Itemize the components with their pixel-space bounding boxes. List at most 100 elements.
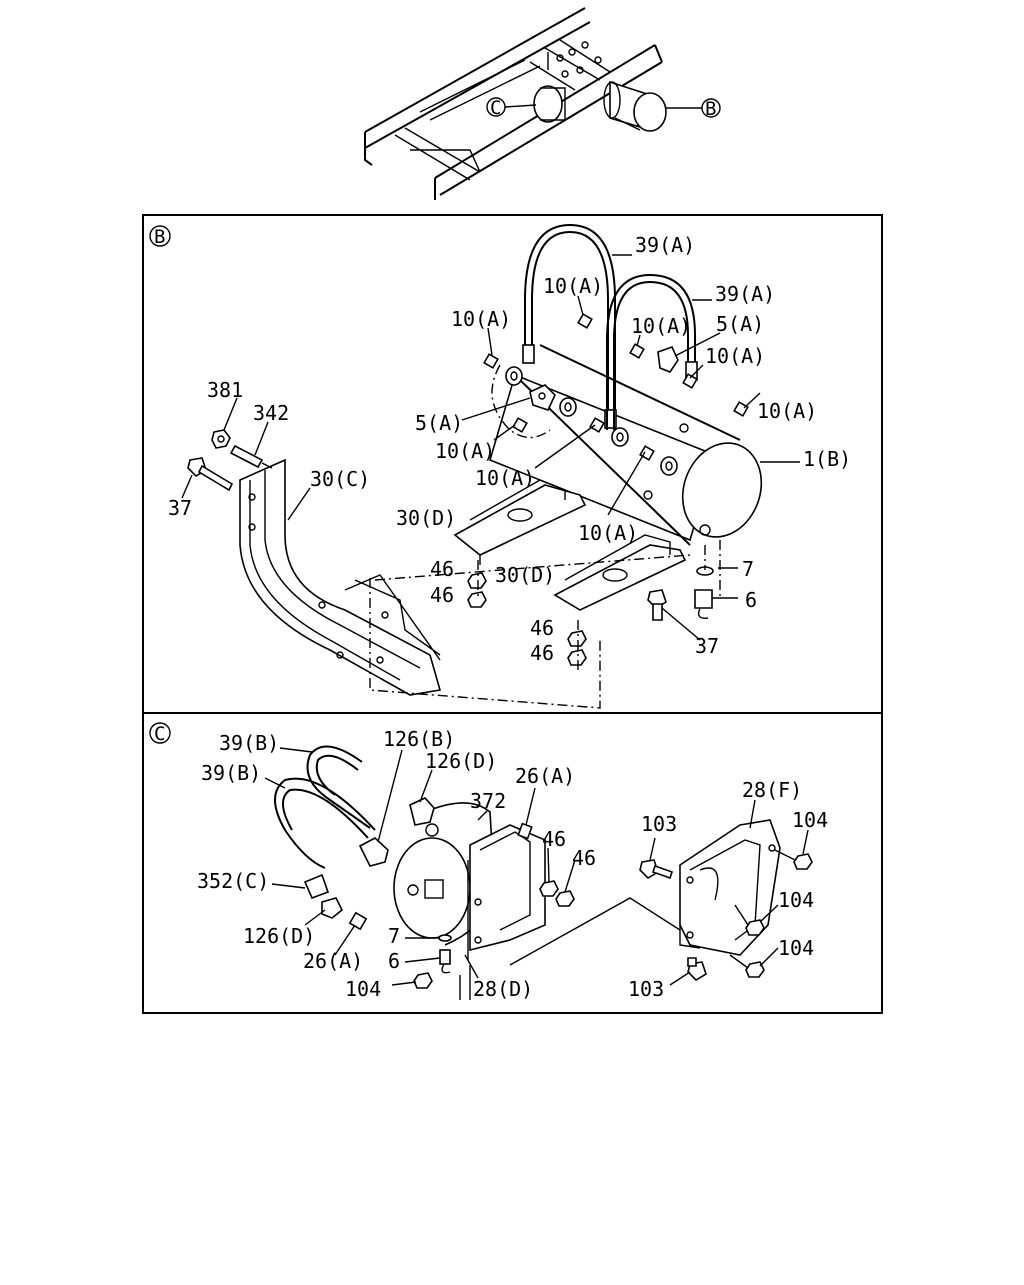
label-6-c: 6	[388, 949, 400, 973]
svg-text:C: C	[154, 723, 165, 745]
plug-26a-1	[517, 822, 533, 840]
bolt-342	[229, 444, 273, 469]
tank-c-overview	[533, 85, 566, 123]
elbow-126b	[358, 837, 389, 867]
svg-text:B: B	[154, 226, 165, 248]
frame-rail-left	[364, 7, 591, 166]
fitting-5a-2	[657, 346, 679, 373]
bolt-103-bottom	[687, 957, 707, 982]
label-10a-1: 10(A)	[543, 274, 603, 298]
label-103-2: 103	[628, 977, 664, 1001]
label-352c: 352(C)	[197, 869, 269, 893]
label-342: 342	[253, 401, 289, 425]
label-7-c: 7	[388, 924, 400, 948]
callout-b: B	[665, 98, 721, 120]
alignment-lines	[369, 540, 721, 709]
label-37-2: 37	[695, 634, 719, 658]
label-26a-1: 26(A)	[515, 764, 575, 788]
label-7-b: 7	[742, 557, 754, 581]
label-46-c-1: 46	[542, 827, 566, 851]
u-bolt-39a-1	[522, 223, 617, 429]
rail-holes	[556, 41, 602, 78]
nut-381	[211, 429, 231, 449]
label-126d-1: 126(D)	[425, 749, 497, 773]
bracket-28f	[679, 819, 781, 956]
label-104-3: 104	[778, 936, 814, 960]
label-37-1: 37	[168, 496, 192, 520]
label-30d-1: 30(D)	[396, 506, 456, 530]
pipe-39b-2	[274, 777, 376, 869]
nuts-104-c	[745, 853, 813, 978]
elbow-126d	[409, 797, 435, 826]
label-46-c-2: 46	[572, 846, 596, 870]
label-10a-8: 10(A)	[578, 521, 638, 545]
label-5a-2: 5(A)	[415, 411, 463, 435]
label-46-4: 46	[530, 641, 554, 665]
bracket-30c	[239, 458, 442, 696]
label-39a-2: 39(A)	[715, 282, 775, 306]
strap-30d-1	[453, 479, 587, 565]
tank-b-overview	[603, 80, 667, 132]
label-1b: 1(B)	[803, 447, 851, 471]
panel-c-tag: C	[149, 722, 171, 745]
sleeve-352c	[303, 873, 330, 900]
pipe-39b-1	[306, 745, 371, 829]
label-126b: 126(B)	[383, 727, 455, 751]
labels-b: 39(A) 39(A) 10(A) 10(A) 10(A) 5(A) 10(A)…	[168, 233, 851, 665]
label-10a-4: 10(A)	[705, 344, 765, 368]
label-46-1: 46	[430, 557, 454, 581]
labels-c: 39(B) 126(B) 126(D) 39(B) 26(A) 28(F) 37…	[197, 727, 828, 1001]
label-39b-1: 39(B)	[219, 731, 279, 755]
leaders-b	[181, 254, 800, 641]
fitting-5a-1	[529, 384, 556, 411]
bolt-103-top	[639, 859, 674, 880]
label-126d-2: 126(D)	[243, 924, 315, 948]
leaders-c	[264, 747, 809, 986]
panel-c-frame	[142, 712, 883, 1014]
label-372: 372	[470, 789, 506, 813]
label-10a-3: 10(A)	[631, 314, 691, 338]
bracket-28d	[467, 824, 546, 960]
u-bolt-39a-2	[606, 273, 698, 430]
label-39a-1: 39(A)	[635, 233, 695, 257]
label-381: 381	[207, 378, 243, 402]
label-104-2: 104	[778, 888, 814, 912]
label-10a-2: 10(A)	[451, 307, 511, 331]
label-30c: 30(C)	[310, 467, 370, 491]
label-28f: 28(F)	[742, 778, 802, 802]
label-10a-7: 10(A)	[475, 466, 535, 490]
bolt-37-right	[647, 589, 667, 621]
svg-text:B: B	[705, 98, 716, 120]
connection-line	[509, 897, 681, 966]
chassis-overview: C B	[364, 7, 721, 200]
label-5a-1: 5(A)	[716, 312, 764, 336]
bolt-37-left	[187, 457, 234, 492]
label-103-1: 103	[641, 812, 677, 836]
nut-104-bottom	[413, 972, 433, 989]
label-104-4: 104	[345, 977, 381, 1001]
label-46-2: 46	[430, 583, 454, 607]
plug-26a-2	[348, 911, 368, 931]
washers	[505, 366, 678, 476]
nuts-46	[467, 572, 587, 666]
drain-cock-6-c	[439, 949, 451, 974]
label-28d: 28(D)	[473, 977, 533, 1001]
label-10a-5: 10(A)	[757, 399, 817, 423]
panel-c: C	[149, 722, 828, 1001]
washer-7-c	[438, 934, 452, 942]
label-26a-2: 26(A)	[303, 949, 363, 973]
nuts-46-c	[539, 880, 575, 907]
svg-text:C: C	[490, 97, 501, 119]
drain-cock-6	[694, 589, 713, 619]
label-6-b: 6	[745, 588, 757, 612]
label-104-1: 104	[792, 808, 828, 832]
label-30d-2: 30(D)	[495, 563, 555, 587]
air-tank-1b	[489, 344, 763, 546]
fitting-126d-2	[321, 897, 344, 919]
panel-b: B	[149, 223, 851, 709]
label-46-3: 46	[530, 616, 554, 640]
label-39b-2: 39(B)	[201, 761, 261, 785]
label-10a-6: 10(A)	[435, 439, 495, 463]
panel-b-tag: B	[149, 225, 171, 248]
